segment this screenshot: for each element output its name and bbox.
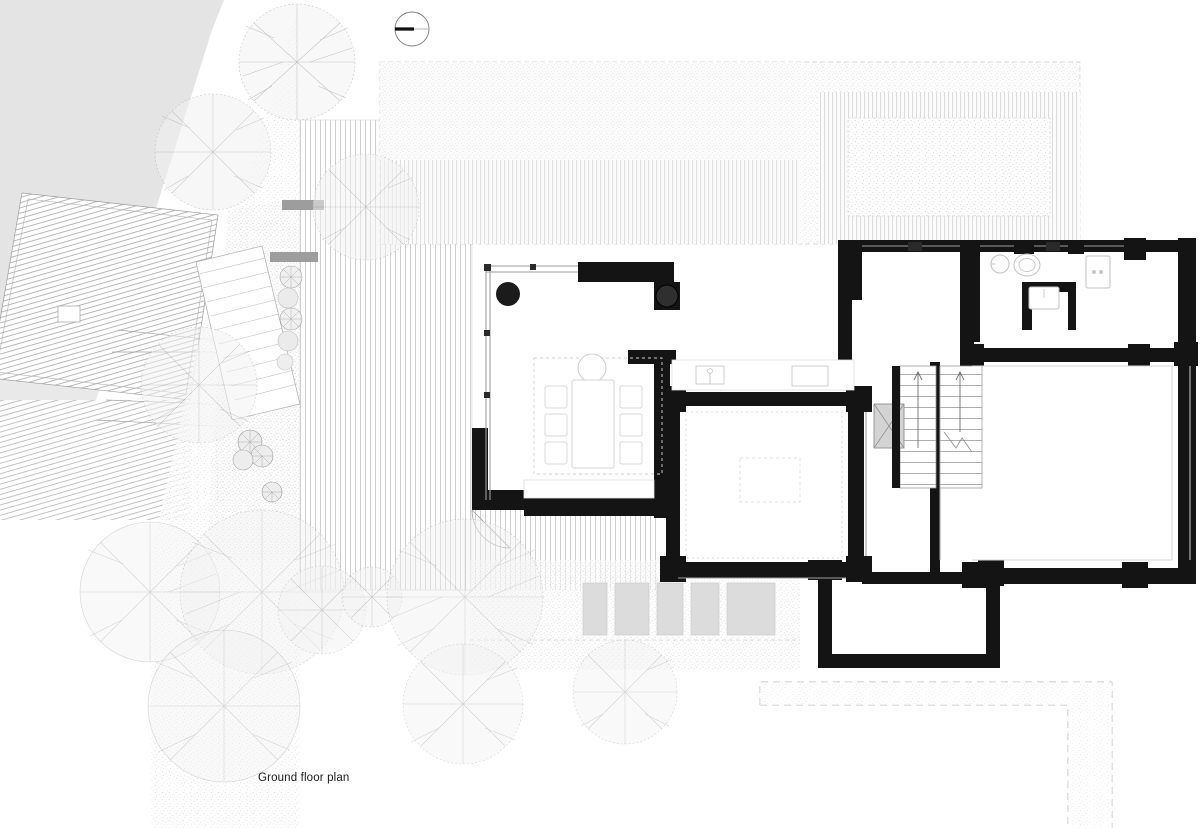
- shrub: [279, 265, 303, 289]
- gravel-panel: [847, 117, 1051, 217]
- dining-chairs: [544, 385, 643, 465]
- living-room-markers: [685, 411, 843, 559]
- wall-north-dining: [578, 262, 674, 282]
- wall-west-dining: [472, 428, 488, 504]
- tree-canopy: [238, 3, 356, 121]
- staircase: [873, 365, 983, 489]
- tree-canopy: [147, 629, 301, 783]
- wall-living-east: [848, 392, 864, 576]
- shrub: [261, 481, 283, 503]
- shrub: [279, 307, 303, 331]
- dining-furniture: [523, 353, 663, 499]
- dining-table: [571, 379, 615, 469]
- tree-canopy: [79, 521, 221, 663]
- wall-living-north: [666, 392, 680, 568]
- tree-canopy: [154, 93, 272, 211]
- shrub: [276, 353, 294, 371]
- wall-lower-court-east: [986, 572, 1000, 668]
- pendant-light-circle: [577, 353, 607, 383]
- wall-east-outer: [1178, 348, 1196, 582]
- kitchen-counter: [671, 359, 855, 391]
- tree-canopies: [79, 3, 678, 783]
- window-mullions: [484, 242, 1060, 398]
- tree-canopy: [140, 326, 258, 444]
- tree-canopy: [572, 639, 678, 745]
- rug-outline: [533, 357, 663, 475]
- wall-bath-divider: [972, 250, 980, 342]
- east-room-inner-line: [972, 365, 1173, 561]
- bathroom-fixtures: [990, 253, 1111, 310]
- shrub: [250, 444, 274, 468]
- north-point-indicator: [394, 11, 430, 47]
- ceiling-void-outline: [739, 457, 801, 503]
- round-columns: [496, 282, 680, 310]
- wall-lower-court-south: [818, 654, 1000, 668]
- wall-south-dining: [524, 498, 672, 516]
- wall-bath-vertical: [1022, 286, 1032, 330]
- round-column-free: [496, 282, 520, 306]
- garden-entrance-gap: [270, 200, 324, 262]
- tree-canopy: [341, 566, 403, 628]
- tree-canopy: [402, 643, 524, 765]
- shrub: [232, 449, 254, 471]
- round-column-in-wall: [655, 284, 679, 308]
- tree-canopy: [386, 518, 544, 676]
- building-walls: [472, 238, 1198, 668]
- shrub-planting: [232, 265, 303, 503]
- wall-lower-court-west: [818, 572, 832, 668]
- upper-terrace-deck: [379, 61, 1081, 245]
- stepping-slabs: [582, 582, 776, 636]
- door-swing-arc: [471, 509, 511, 549]
- tree-canopy: [312, 153, 420, 261]
- shrub: [277, 330, 299, 352]
- wall-mid-horizontal: [966, 348, 1194, 362]
- shrub: [277, 287, 299, 309]
- hob-appliance: [791, 365, 829, 387]
